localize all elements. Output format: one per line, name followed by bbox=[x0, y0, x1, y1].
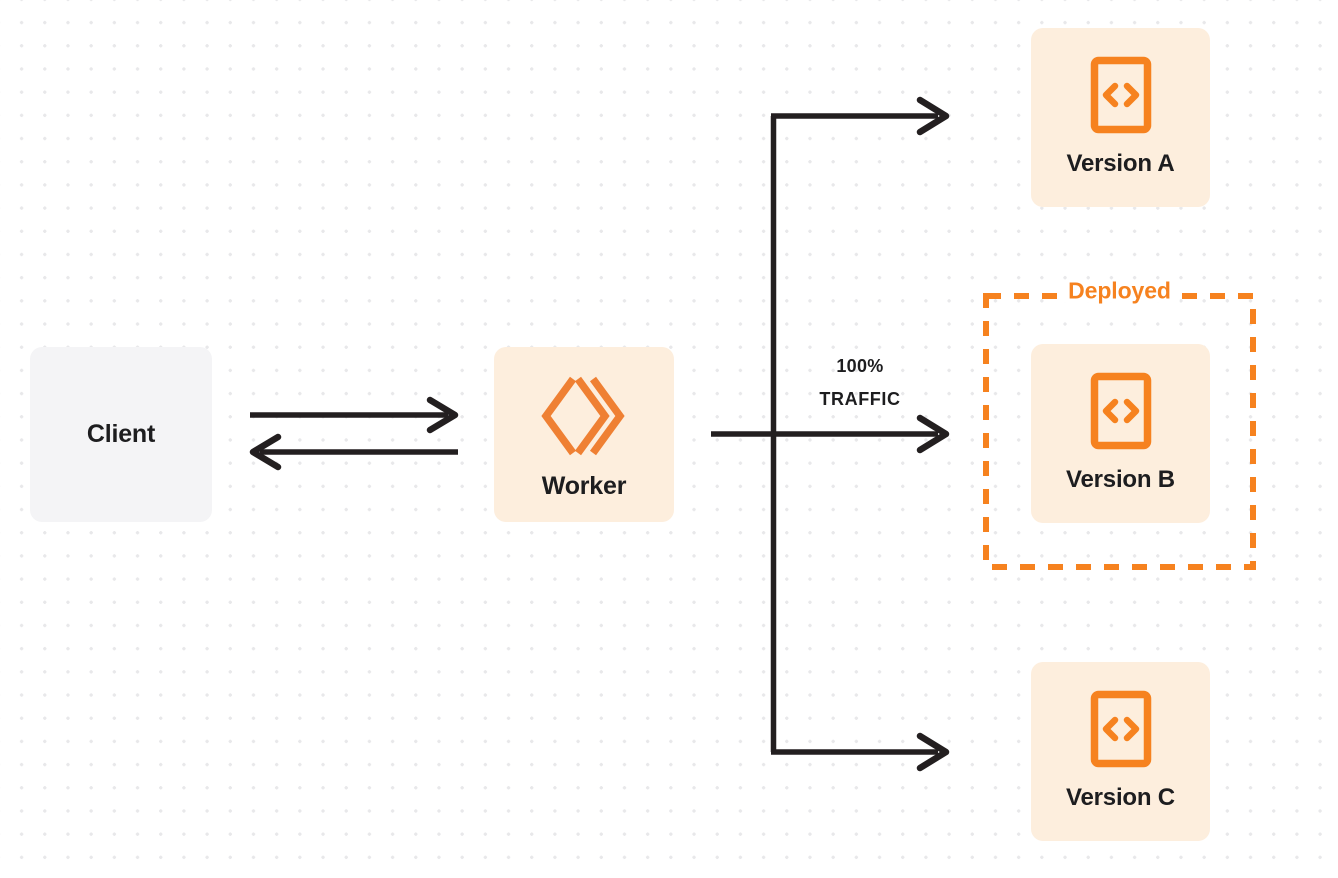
traffic-percent-value: 100% bbox=[836, 356, 884, 376]
arrow-to-version-a bbox=[771, 96, 950, 136]
arrow-worker-to-client bbox=[249, 433, 458, 471]
version-a-label: Version A bbox=[1066, 150, 1175, 177]
arrow-client-to-worker bbox=[250, 396, 459, 434]
code-file-icon bbox=[1090, 56, 1152, 134]
version-b-node[interactable]: Version B bbox=[1031, 344, 1210, 523]
arrow-to-version-b bbox=[711, 414, 950, 454]
worker-node[interactable]: Worker bbox=[494, 347, 674, 522]
code-file-icon bbox=[1090, 372, 1152, 450]
version-c-node[interactable]: Version C bbox=[1031, 662, 1210, 841]
cloudflare-workers-logo-icon bbox=[540, 374, 628, 458]
deployed-label: Deployed bbox=[1059, 279, 1180, 303]
client-node[interactable]: Client bbox=[30, 347, 212, 522]
version-c-label: Version C bbox=[1066, 784, 1175, 811]
traffic-word-label: TRAFFIC bbox=[819, 389, 901, 410]
traffic-percentage-label: 100% TRAFFIC bbox=[790, 350, 930, 417]
worker-label: Worker bbox=[541, 472, 627, 500]
code-file-icon bbox=[1090, 690, 1152, 768]
client-label: Client bbox=[86, 420, 156, 448]
version-a-node[interactable]: Version A bbox=[1031, 28, 1210, 207]
arrow-to-version-c bbox=[771, 732, 950, 772]
version-b-label: Version B bbox=[1066, 466, 1175, 493]
